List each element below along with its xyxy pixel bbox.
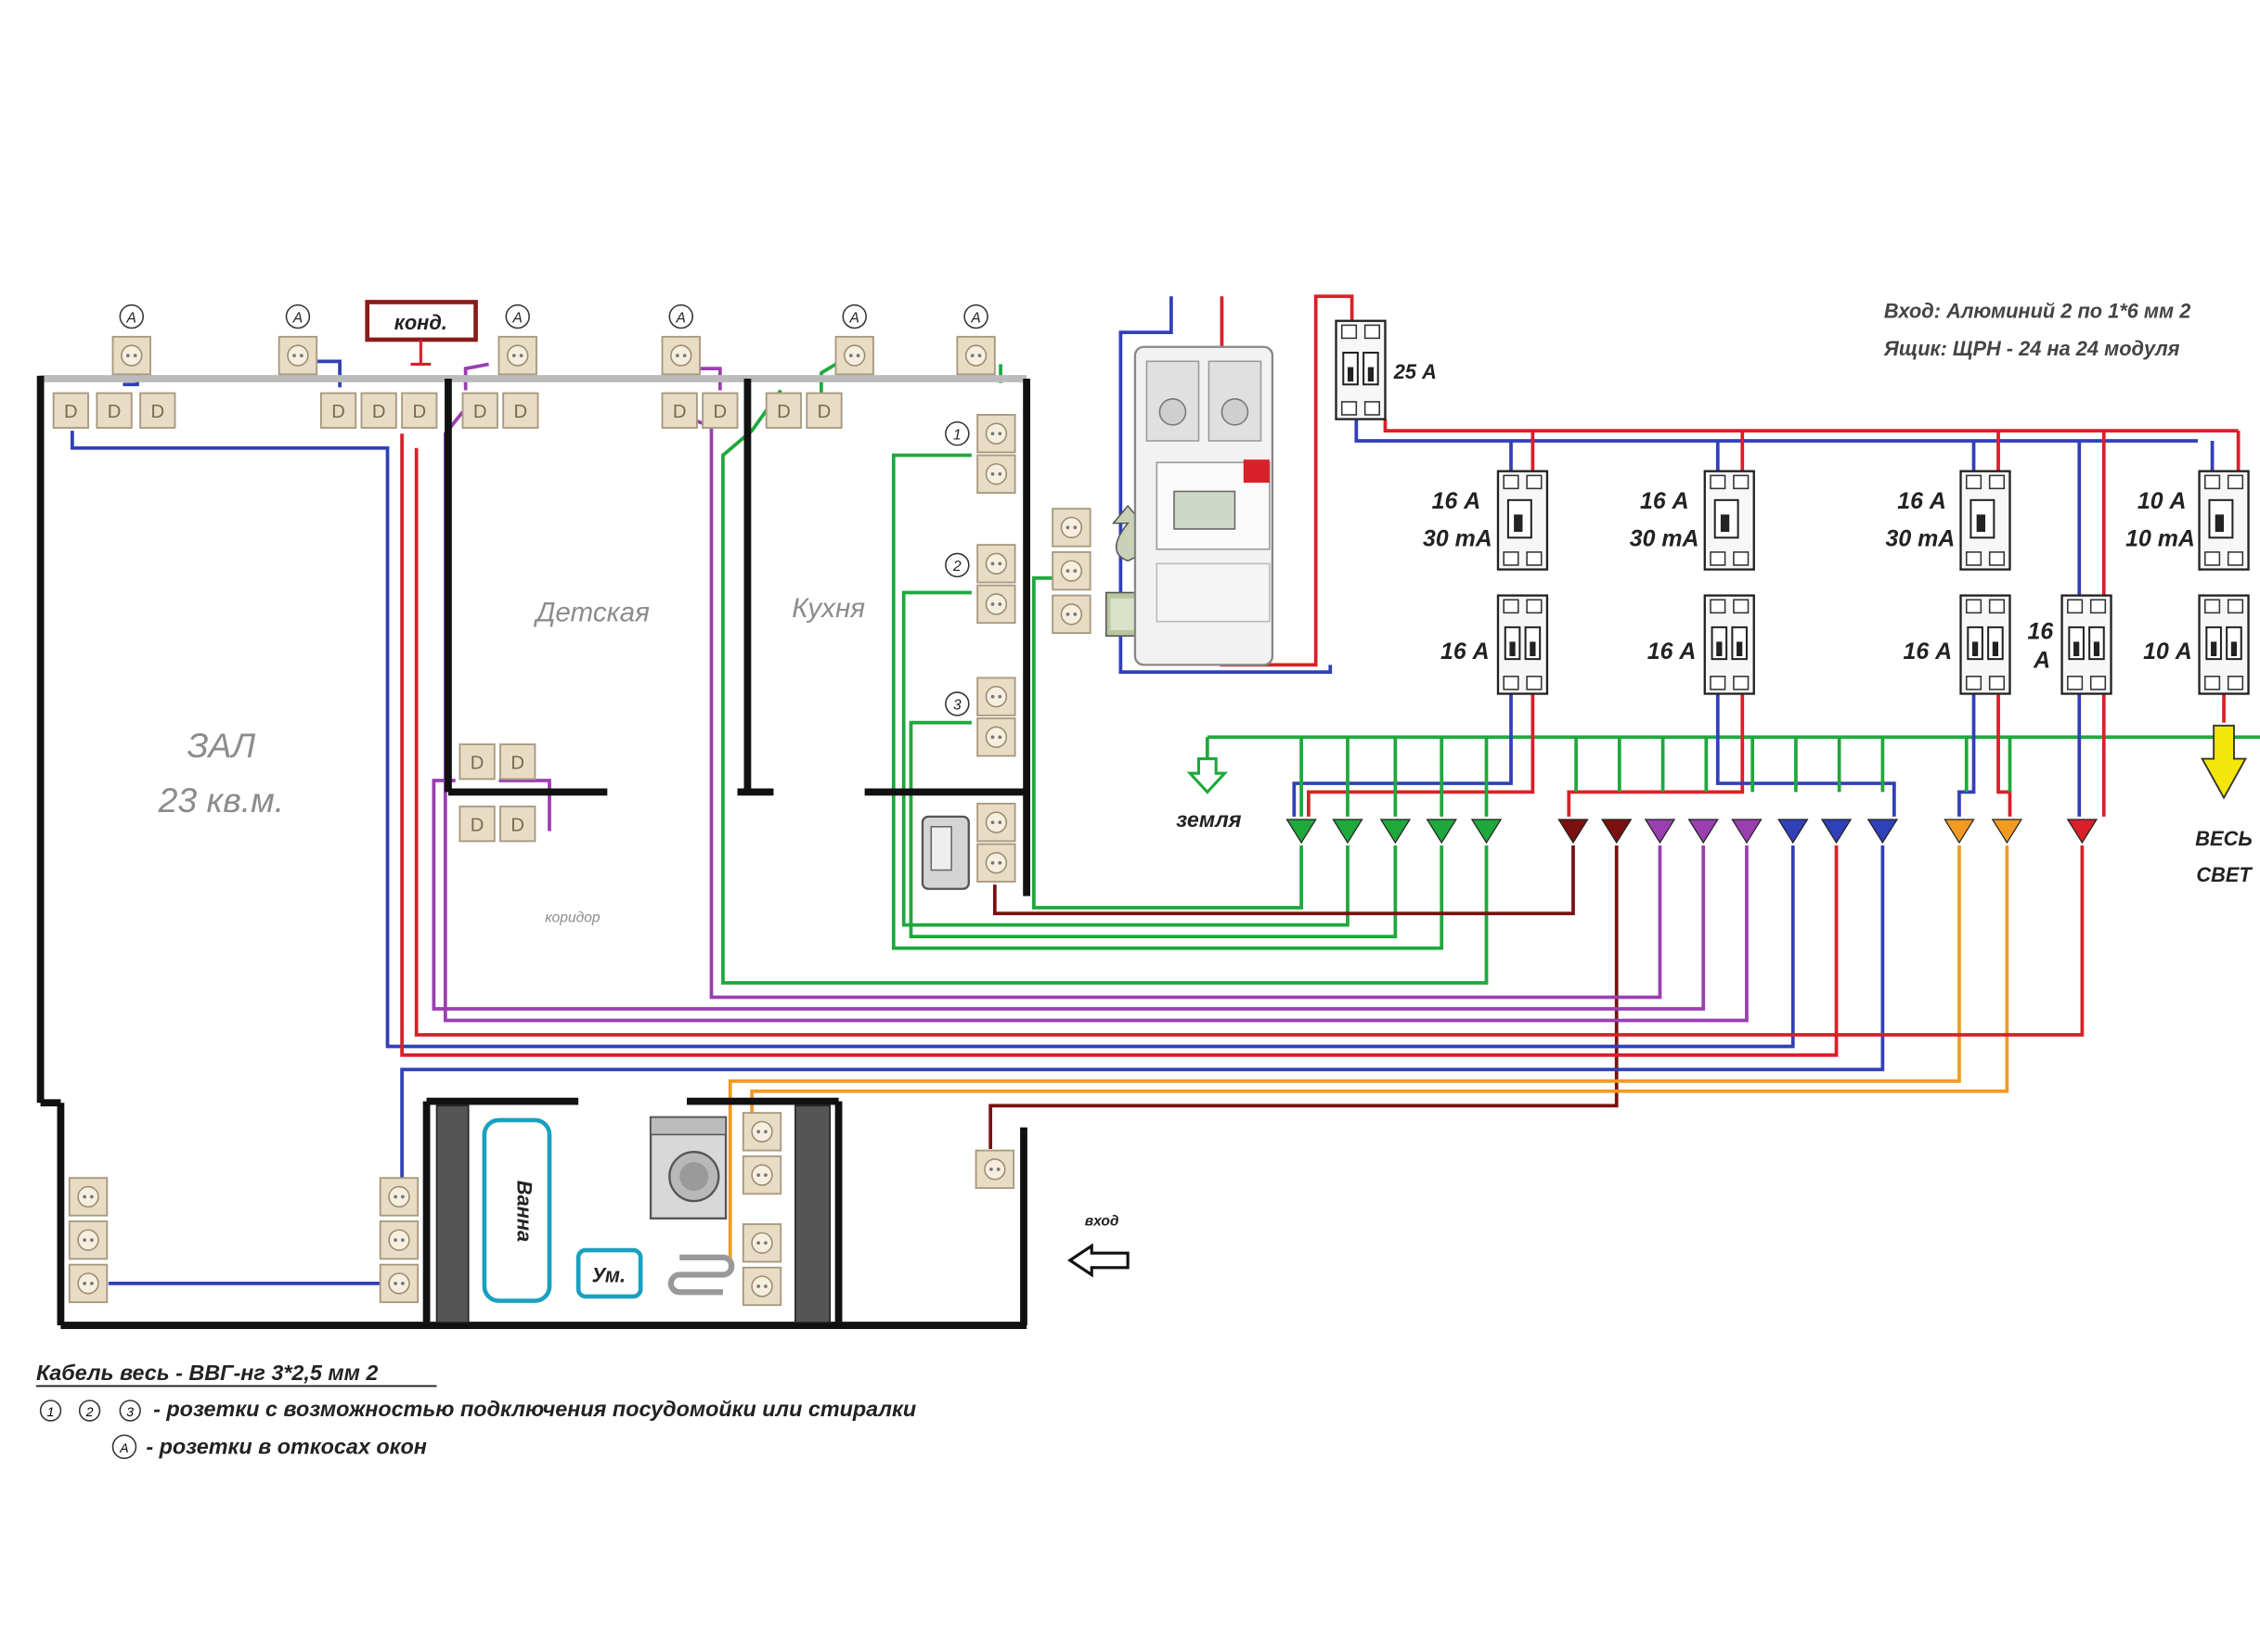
marker-three: 3 bbox=[953, 698, 962, 714]
cb2-rating: 16 А bbox=[1647, 639, 1697, 665]
window-marker: А bbox=[126, 310, 136, 326]
legend: Кабель весь - ВВГ-нг 3*2,5 мм 2 1 2 3 - … bbox=[36, 1361, 916, 1460]
room-labels: ЗАЛ 23 кв.м. Детская Кухня коридор bbox=[158, 593, 866, 926]
rcd2-rating: 16 А bbox=[1640, 488, 1689, 514]
bathroom: Ванна Ум. bbox=[482, 1116, 735, 1303]
main-breaker-label: 25 А bbox=[1393, 360, 1437, 383]
distribution-board bbox=[1496, 470, 2250, 695]
sink bbox=[575, 1247, 643, 1299]
window-marker: А bbox=[512, 310, 523, 326]
cb4-unit: А bbox=[2033, 647, 2050, 673]
rcd3-rating: 16 А bbox=[1897, 488, 1946, 514]
legend-cable: Кабель весь - ВВГ-нг 3*2,5 мм 2 bbox=[36, 1361, 378, 1385]
bath-wall-left bbox=[435, 1104, 470, 1323]
walls bbox=[36, 375, 1031, 1329]
bath-label: Ванна bbox=[513, 1181, 536, 1242]
legend-window-marker: А bbox=[119, 1440, 128, 1455]
legend-marker-three: 3 bbox=[126, 1404, 134, 1419]
legend-marker-one: 1 bbox=[47, 1404, 55, 1419]
terminals bbox=[1285, 819, 2099, 845]
entrance-label: вход bbox=[1085, 1214, 1119, 1230]
legend-numbered: - розетки с возможностью подключения пос… bbox=[153, 1397, 916, 1421]
entrance-arrow-icon bbox=[1067, 1243, 1130, 1278]
water-heater bbox=[921, 815, 970, 890]
all-light-label-2: СВЕТ bbox=[2196, 863, 2253, 886]
ac-box: конд. bbox=[365, 300, 478, 366]
box-note: Ящик: ЩРН - 24 на 24 модуля bbox=[1883, 337, 2180, 360]
legend-window: - розетки в откосах окон bbox=[146, 1435, 427, 1459]
window-markers: А А А А А А 1 2 3 bbox=[119, 303, 988, 716]
marker-one: 1 bbox=[953, 427, 962, 443]
sink-label: Ум. bbox=[592, 1263, 626, 1286]
cb4-rating: 16 bbox=[2027, 618, 2053, 644]
cb1-rating: 16 А bbox=[1440, 639, 1490, 665]
breaker-labels: 16 А 30 mA 16 А 16 А 30 mA 16 А 16 А 30 … bbox=[1423, 488, 2195, 673]
ground-label: земля bbox=[1176, 807, 1241, 832]
corridor-room: коридор bbox=[545, 910, 601, 926]
window-marker: А bbox=[676, 310, 686, 326]
rcd2-leak: 30 mA bbox=[1630, 526, 1699, 552]
legend-marker-two: 2 bbox=[85, 1404, 94, 1419]
electric-meter bbox=[1133, 345, 1274, 666]
bathtub bbox=[482, 1117, 552, 1303]
ac-label: конд. bbox=[394, 311, 447, 334]
all-light-arrow-icon bbox=[2201, 724, 2248, 800]
cb5-rating: 10 А bbox=[2143, 639, 2192, 665]
rcd1-leak: 30 mA bbox=[1423, 526, 1492, 552]
window-marker: А bbox=[849, 310, 859, 326]
rcd5-rating: 10 А bbox=[2137, 488, 2187, 514]
towel-dryer bbox=[667, 1254, 735, 1296]
input-note: Вход: Алюминий 2 по 1*6 мм 2 bbox=[1884, 300, 2190, 323]
kitchen-room: Кухня bbox=[792, 593, 865, 624]
rcd1-rating: 16 А bbox=[1432, 488, 1481, 514]
ground-arrow-icon bbox=[1186, 757, 1229, 794]
window-marker: А bbox=[970, 310, 980, 326]
hall-area: 23 кв.м. bbox=[158, 781, 285, 820]
kids-room: Детская bbox=[534, 598, 650, 628]
marker-two: 2 bbox=[952, 559, 962, 574]
bath-wall-right bbox=[794, 1104, 832, 1323]
rcd3-leak: 30 mA bbox=[1886, 526, 1956, 552]
wires bbox=[71, 294, 2260, 1285]
hall-name: ЗАЛ bbox=[187, 726, 256, 765]
all-light-label-1: ВЕСЬ bbox=[2195, 827, 2252, 850]
cb3-rating: 16 А bbox=[1904, 639, 1953, 665]
rcd5-leak: 10 mA bbox=[2125, 526, 2195, 552]
window-marker: А bbox=[292, 310, 303, 326]
